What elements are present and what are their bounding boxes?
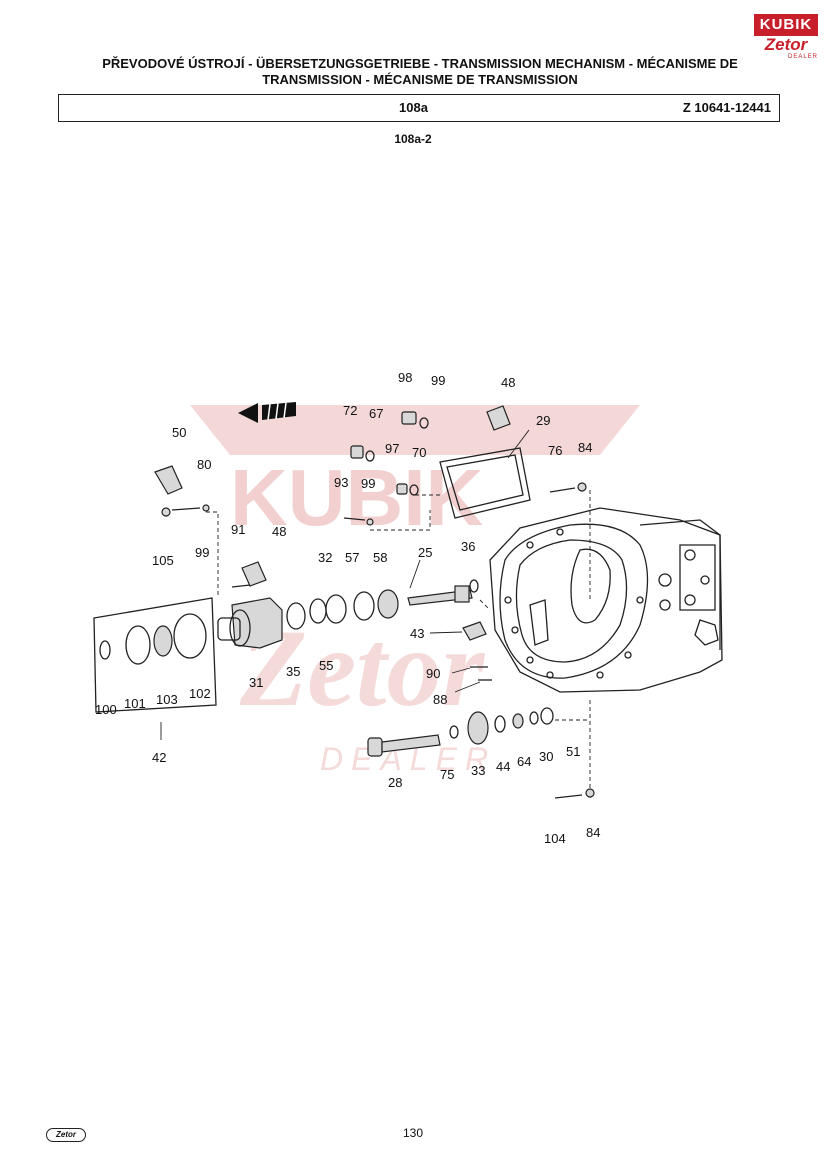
label-99-c: 99 (195, 545, 209, 560)
group-header-box: 108a Z 10641-12441 (58, 94, 780, 122)
kubik-zetor-logo: KUBIK Zetor DEALER (754, 14, 818, 74)
label-28: 28 (388, 775, 402, 790)
label-72: 72 (343, 403, 357, 418)
label-105: 105 (152, 553, 174, 568)
label-97: 97 (385, 441, 399, 456)
serial-range: Z 10641-12441 (682, 100, 771, 115)
label-102: 102 (189, 686, 211, 701)
label-70: 70 (412, 445, 426, 460)
label-43: 43 (410, 626, 424, 641)
top-cover-plate (439, 447, 531, 519)
leader-lines (160, 429, 530, 740)
figure-title: 108a-2 (394, 132, 432, 146)
label-48: 48 (501, 375, 515, 390)
label-42: 42 (152, 750, 166, 765)
label-101: 101 (124, 696, 146, 711)
label-29: 29 (536, 413, 550, 428)
label-30: 30 (539, 749, 553, 764)
logo-zetor-script: Zetor (764, 35, 808, 54)
label-84: 84 (578, 440, 592, 455)
footer-zetor-logo: Zetor (46, 1128, 86, 1142)
logo-kubik-text: KUBIK (754, 14, 818, 36)
page-number: 130 (402, 1126, 424, 1140)
transmission-housing (489, 507, 723, 693)
label-99: 99 (431, 373, 445, 388)
label-98: 98 (398, 370, 412, 385)
label-99-b: 99 (361, 476, 375, 491)
label-33: 33 (471, 763, 485, 778)
seal-group-42 (93, 597, 217, 713)
label-35: 35 (286, 664, 300, 679)
label-90: 90 (426, 666, 440, 681)
label-58: 58 (373, 550, 387, 565)
label-32: 32 (318, 550, 332, 565)
label-64: 64 (517, 754, 531, 769)
label-50: 50 (172, 425, 186, 440)
page-title: PŘEVODOVÉ ÚSTROJÍ - ÜBERSETZUNGSGETRIEBE… (102, 56, 738, 87)
bearing-housing-31 (217, 597, 283, 649)
label-67: 67 (369, 406, 383, 421)
label-31: 31 (249, 675, 263, 690)
label-75: 75 (440, 767, 454, 782)
watermark-kubik: KUBIK (230, 453, 484, 542)
label-84-b: 84 (586, 825, 600, 840)
fasteners (154, 405, 595, 799)
label-104: 104 (544, 831, 566, 846)
rings-washers (286, 579, 554, 745)
label-91: 91 (231, 522, 245, 537)
label-88: 88 (433, 692, 447, 707)
label-51: 51 (566, 744, 580, 759)
label-44: 44 (496, 759, 510, 774)
label-48-b: 48 (272, 524, 286, 539)
label-76: 76 (548, 443, 562, 458)
label-103: 103 (156, 692, 178, 707)
shaft-28 (367, 734, 441, 757)
label-80: 80 (197, 457, 211, 472)
group-code: 108a (399, 100, 428, 115)
label-25: 25 (418, 545, 432, 560)
label-100: 100 (95, 702, 117, 717)
label-36: 36 (461, 539, 475, 554)
label-55: 55 (319, 658, 333, 673)
label-57: 57 (345, 550, 359, 565)
label-93: 93 (334, 475, 348, 490)
assembly-lines (206, 490, 591, 790)
logo-dealer-text: DEALER (787, 54, 818, 60)
input-shaft-25 (407, 585, 473, 606)
part-number-labels: 98 99 48 72 67 29 50 80 97 70 76 84 93 9… (95, 370, 600, 846)
direction-arrow-icon (238, 402, 296, 423)
dealer-watermark: KUBIK Zetor DEALER (190, 405, 640, 777)
